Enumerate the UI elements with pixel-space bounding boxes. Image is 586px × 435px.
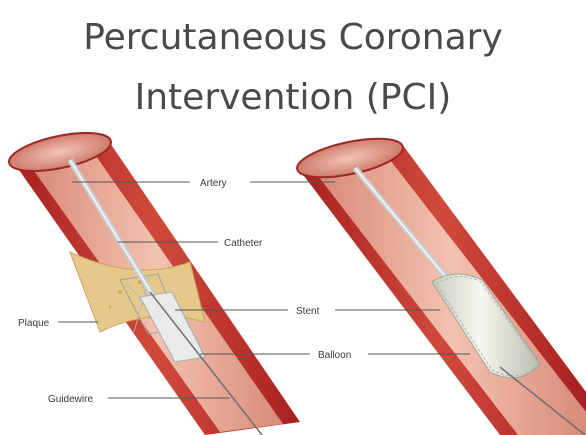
- label-plaque: Plaque: [18, 318, 50, 329]
- label-guidewire: Guidewire: [48, 394, 93, 405]
- label-balloon: Balloon: [318, 350, 351, 361]
- title-line-1: Percutaneous Coronary: [0, 16, 586, 60]
- title-line-2: Intervention (PCI): [0, 76, 586, 120]
- label-catheter: Catheter: [224, 238, 263, 249]
- label-stent: Stent: [296, 306, 320, 317]
- pci-diagram: Artery Catheter Plaque Stent Balloon Gui…: [0, 132, 586, 435]
- label-artery: Artery: [200, 178, 227, 189]
